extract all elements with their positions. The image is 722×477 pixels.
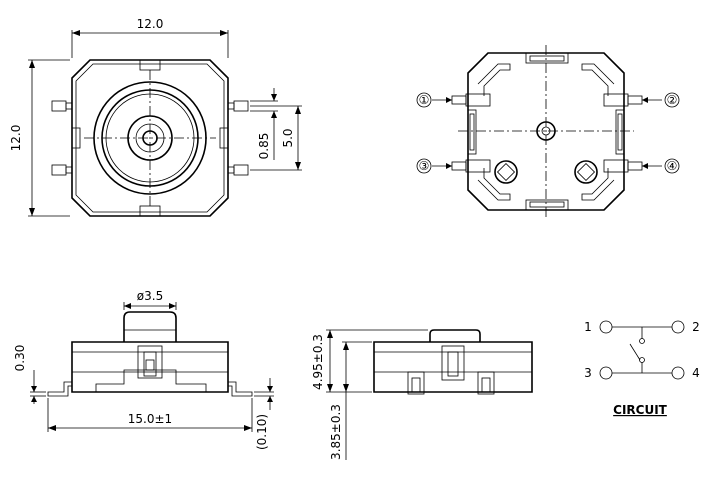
lead-thickness-dimension: 0.30: [13, 345, 27, 372]
top-width-dimension: 12.0: [137, 17, 164, 31]
pin-callout-1: ①: [419, 93, 430, 107]
cap-diameter-dimension: ø3.5: [137, 289, 163, 303]
terminal-4-label: 4: [692, 366, 700, 380]
pin-callout-3: ③: [419, 159, 430, 173]
pin-width-dimension: 0.85: [257, 133, 271, 160]
side-view: ø3.5 0.30 15.0±1 (0.10): [13, 289, 274, 450]
total-height-dimension: 4.95±0.3: [311, 334, 325, 390]
top-view: 12.0 12.0 5.0 0.85: [9, 17, 302, 217]
terminal-3: [599, 366, 613, 380]
terminal-1: [599, 320, 613, 334]
front-view: 4.95±0.3 3.85±0.3: [311, 329, 533, 460]
pin-callout-4: ④: [667, 159, 678, 173]
top-height-dimension: 12.0: [9, 125, 23, 152]
circuit-title: CIRCUIT: [613, 403, 668, 417]
terminal-4: [671, 366, 685, 380]
terminal-2-label: 2: [692, 320, 700, 334]
overall-length-dimension: 15.0±1: [128, 412, 172, 426]
terminal-2: [671, 320, 685, 334]
lead-offset-dimension: (0.10): [255, 414, 269, 450]
pin-pitch-dimension: 5.0: [281, 128, 295, 147]
body-height-dimension: 3.85±0.3: [329, 404, 343, 460]
terminal-3-label: 3: [584, 366, 592, 380]
bottom-view: ① ② ③ ④: [416, 45, 680, 218]
terminal-1-label: 1: [584, 320, 592, 334]
circuit-diagram: 1 2 3 4 CIRCUIT: [584, 320, 700, 417]
pin-callout-2: ②: [667, 93, 678, 107]
